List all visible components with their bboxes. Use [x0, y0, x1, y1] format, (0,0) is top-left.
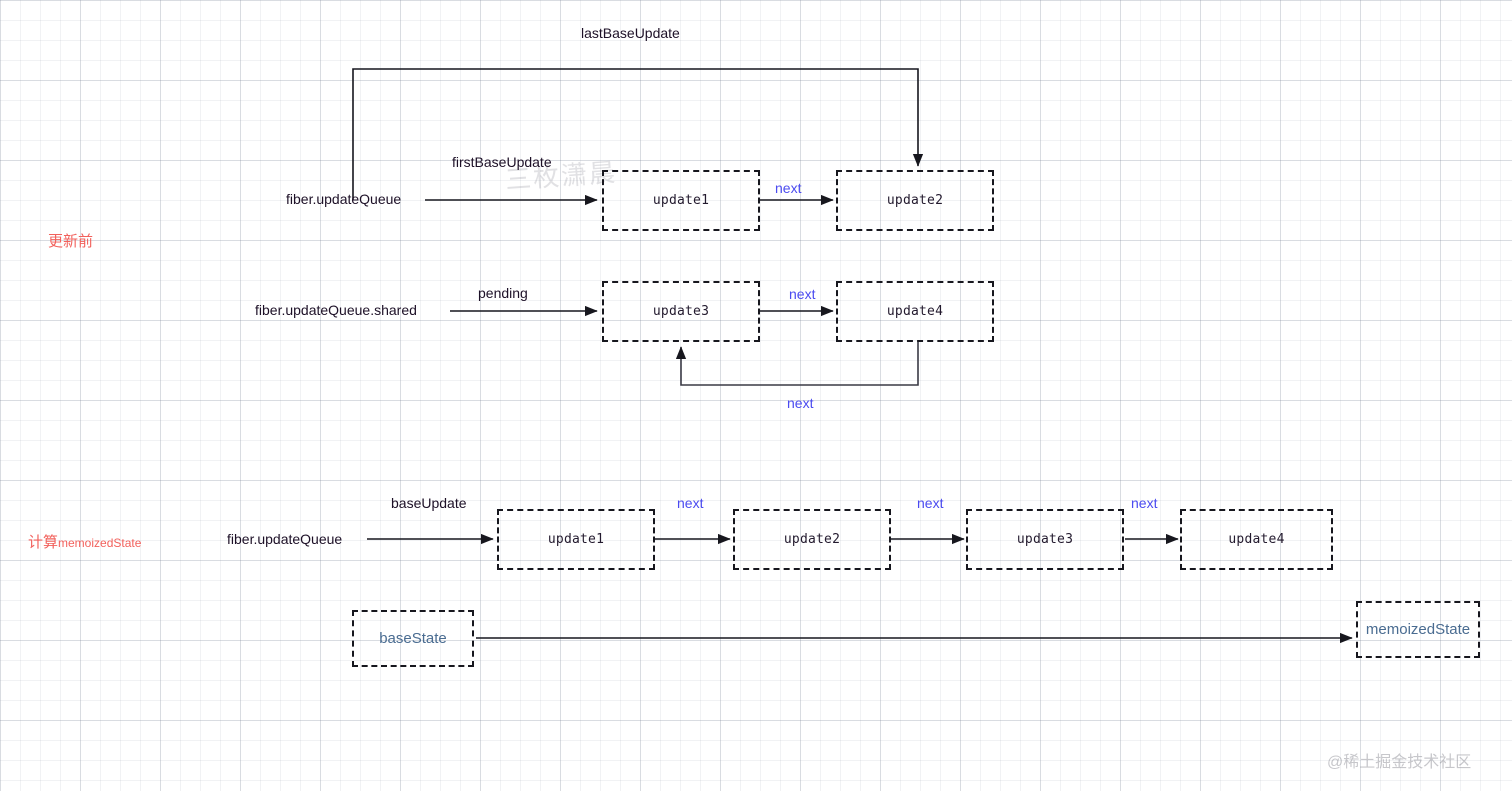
- node-update1-merged[interactable]: update1: [497, 509, 655, 570]
- label-next-row2: next: [789, 286, 816, 302]
- label-next-m1: next: [677, 495, 704, 511]
- label-lastbaseupdate: lastBaseUpdate: [581, 25, 680, 41]
- section-label-before-update: 更新前: [48, 233, 94, 250]
- label-fiber-updatequeue-row1: fiber.updateQueue: [286, 191, 402, 207]
- arrow-update4-to-update3-loop: [675, 342, 919, 386]
- node-update4-pending[interactable]: update4: [836, 281, 994, 342]
- label-fiber-updatequeue-row3: fiber.updateQueue: [227, 531, 343, 547]
- label-pending: pending: [478, 285, 528, 301]
- section-label-compute-memoizedstate: 计算memoizedState: [28, 534, 142, 551]
- node-basestate[interactable]: baseState: [352, 610, 474, 667]
- label-firstbaseupdate: firstBaseUpdate: [452, 154, 552, 170]
- node-update2-base[interactable]: update2: [836, 170, 994, 231]
- corner-watermark: @稀土掘金技术社区: [1327, 754, 1472, 771]
- label-next-row1: next: [775, 180, 802, 196]
- node-update4-merged[interactable]: update4: [1180, 509, 1333, 570]
- node-update1-base[interactable]: update1: [602, 170, 760, 231]
- node-update2-merged[interactable]: update2: [733, 509, 891, 570]
- label-baseupdate: baseUpdate: [391, 495, 467, 511]
- node-update3-merged[interactable]: update3: [966, 509, 1124, 570]
- node-memoizedstate[interactable]: memoizedState: [1356, 601, 1480, 658]
- label-next-m3: next: [1131, 495, 1158, 511]
- label-next-row2-loop: next: [787, 395, 814, 411]
- label-fiber-updatequeue-shared: fiber.updateQueue.shared: [255, 302, 417, 318]
- label-next-m2: next: [917, 495, 944, 511]
- node-update3-pending[interactable]: update3: [602, 281, 760, 342]
